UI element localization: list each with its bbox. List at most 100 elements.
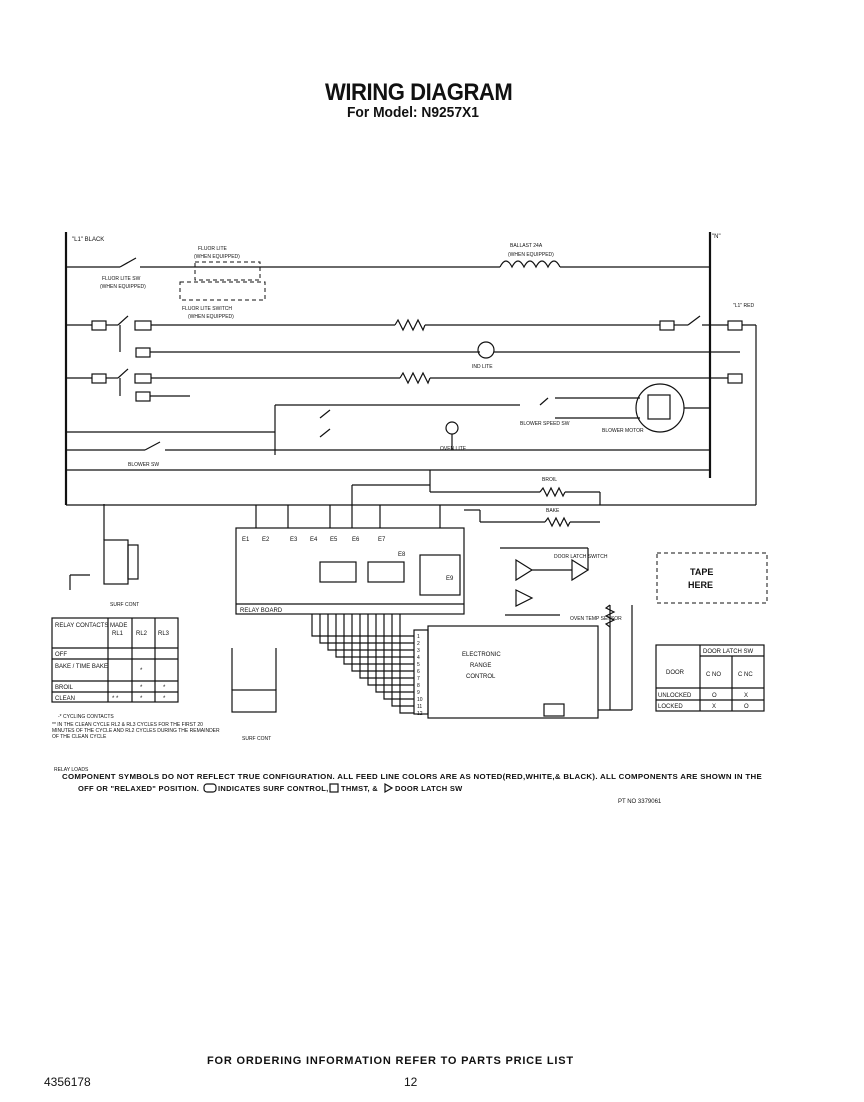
terminal-e1: E1 — [242, 537, 250, 543]
label-blower-sw: BLOWER SW — [128, 462, 159, 468]
erc-pin-6: 6 — [417, 669, 420, 675]
relay-note-1: -* CYCLING CONTACTS — [58, 714, 114, 720]
label-fluor-switch-when-equipped: (WHEN EQUIPPED) — [188, 314, 234, 320]
label-surf-cont-2: SURF CONT — [242, 736, 271, 742]
erc-wire-1 — [311, 614, 414, 637]
note-relay-loads: RELAY LOADS — [54, 767, 89, 773]
part-number: PT NO 3379061 — [618, 799, 662, 805]
relay-row-bake: BAKE / TIME BAKE — [55, 664, 108, 670]
diagram-subtitle: For Model: N9257X1 — [347, 104, 479, 121]
label-ballast-when-equipped: (WHEN EQUIPPED) — [508, 252, 554, 258]
label-l1-red: "L1" RED — [733, 303, 754, 309]
relay-note-2: ** IN THE CLEAN CYCLE RL2 & RL3 CYCLES F… — [52, 722, 220, 740]
relay-row-broil-rl2: * — [140, 685, 143, 691]
erc-pin-10: 10 — [417, 697, 423, 703]
terminal-e2: E2 — [262, 537, 270, 543]
label-fluor-sw-when-equipped: (WHEN EQUIPPED) — [100, 284, 146, 290]
label-broil: BROIL — [542, 477, 557, 483]
diagram-title: WIRING DIAGRAM — [325, 79, 513, 106]
relay-table-rl3: RL3 — [158, 631, 170, 637]
tape-here-box: TAPE HERE — [656, 552, 768, 604]
label-oven-temp-sensor: OVEN TEMP SENSOR — [570, 616, 622, 622]
erc-wire-2 — [319, 614, 414, 644]
label-fluor-lite-switch: FLUOR LITE SWITCH — [182, 306, 232, 312]
relay-row-clean-rl2: * — [140, 696, 143, 702]
bake-element-row: IND LITE — [66, 315, 756, 370]
surface-controls: SURF CONT SURF CONT — [69, 504, 277, 742]
door-table-c-no: C NO — [706, 672, 721, 678]
erc-pin-5: 5 — [417, 662, 420, 668]
erc-label-1: ELECTRONIC — [462, 652, 501, 658]
erc-pin-8: 8 — [417, 683, 420, 689]
note-line-1: COMPONENT SYMBOLS DO NOT REFLECT TRUE CO… — [62, 772, 762, 781]
erc-pin-3: 3 — [417, 648, 420, 654]
label-fluor-lite: FLUOR LITE — [198, 246, 228, 252]
relay-contacts-table: RELAY CONTACTS MADE RL1 RL2 RL3 OFF BAKE… — [51, 617, 220, 740]
relay-table-header: RELAY CONTACTS MADE — [55, 623, 127, 629]
label-bake: BAKE — [546, 508, 560, 514]
relay-row-broil: BROIL — [55, 685, 74, 691]
erc-wire-5 — [343, 614, 414, 665]
label-door-latch-switch: DOOR LATCH SWITCH — [554, 554, 608, 560]
ordering-info-footer: FOR ORDERING INFORMATION REFER TO PARTS … — [207, 1055, 574, 1067]
erc-wire-10 — [383, 614, 414, 700]
tape-here-line-1: TAPE — [690, 567, 713, 577]
label-fluor-when-equipped: (WHEN EQUIPPED) — [194, 254, 240, 260]
door-row-unlocked-nc: X — [744, 693, 748, 699]
label-blower-speed-sw: BLOWER SPEED SW — [520, 421, 570, 427]
relay-table-rl1: RL1 — [112, 631, 124, 637]
erc-pin-12: 12 — [417, 711, 423, 717]
erc-pin-1: 1 — [417, 634, 420, 640]
door-row-unlocked: UNLOCKED — [658, 693, 692, 699]
erc-label-3: CONTROL — [466, 674, 496, 680]
note-legend-thmst: THMST, & — [341, 784, 378, 793]
door-row-locked-nc: O — [744, 704, 749, 710]
note-legend-surf: INDICATES SURF CONTROL, — [218, 784, 329, 793]
label-ballast: BALLAST 24A — [510, 243, 543, 249]
door-row-unlocked-no: O — [712, 693, 717, 699]
erc-wire-12 — [399, 614, 414, 714]
label-surf-cont-1: SURF CONT — [110, 602, 139, 608]
fluor-lite-circuit: FLUOR LITE (WHEN EQUIPPED) FLUOR LITE SW… — [66, 243, 710, 320]
lower-heaters: BROIL BAKE — [430, 477, 601, 528]
erc-label-2: RANGE — [470, 663, 491, 669]
relay-row-clean: CLEAN — [55, 696, 75, 702]
erc-wire-7 — [359, 614, 414, 679]
relay-row-clean-rl1: * * — [112, 696, 119, 702]
terminal-e4: E4 — [310, 537, 318, 543]
page-number: 12 — [404, 1075, 418, 1089]
label-relay-board: RELAY BOARD — [240, 608, 283, 614]
erc-pin-9: 9 — [417, 690, 420, 696]
erc-pin-2: 2 — [417, 641, 420, 647]
erc-wire-6 — [351, 614, 414, 672]
door-row-locked: LOCKED — [658, 704, 683, 710]
erc-pin-4: 4 — [417, 655, 420, 661]
label-l1-black: "L1" BLACK — [72, 237, 104, 243]
door-latch-table: DOOR LATCH SW DOOR C NO C NC UNLOCKED O … — [655, 644, 765, 712]
component-notes: RELAY LOADS COMPONENT SYMBOLS DO NOT REF… — [54, 767, 762, 794]
relay-row-off: OFF — [55, 652, 67, 658]
terminal-e3: E3 — [290, 537, 298, 543]
broil-element-row — [66, 368, 743, 402]
label-ind-lite: IND LITE — [472, 364, 493, 370]
relay-row-clean-rl3: * — [163, 696, 166, 702]
door-table-title: DOOR LATCH SW — [703, 649, 754, 655]
label-oven-lite: OVEN LITE — [440, 446, 467, 452]
erc-wire-9 — [375, 614, 414, 693]
erc-wire-4 — [335, 614, 414, 658]
label-fluor-lite-sw: FLUOR LITE SW — [102, 276, 141, 282]
erc-wire-3 — [327, 614, 414, 651]
erc-wire-8 — [367, 614, 414, 686]
relay-row-bake-rl2: * — [140, 668, 143, 674]
label-n: "N" — [712, 234, 721, 240]
blower-circuit: BLOWER SW OVEN LITE BLOWER SPEED SW BLOW… — [66, 383, 710, 471]
document-number: 4356178 — [44, 1075, 91, 1089]
door-row-locked-no: X — [712, 704, 716, 710]
erc-wire-11 — [391, 614, 414, 707]
erc-pin-11: 11 — [417, 704, 422, 710]
door-latch-and-sensor: DOOR LATCH SWITCH OVEN TEMP SENSOR — [500, 547, 633, 711]
supply-rails: "L1" BLACK "N" "L1" RED — [64, 232, 757, 506]
